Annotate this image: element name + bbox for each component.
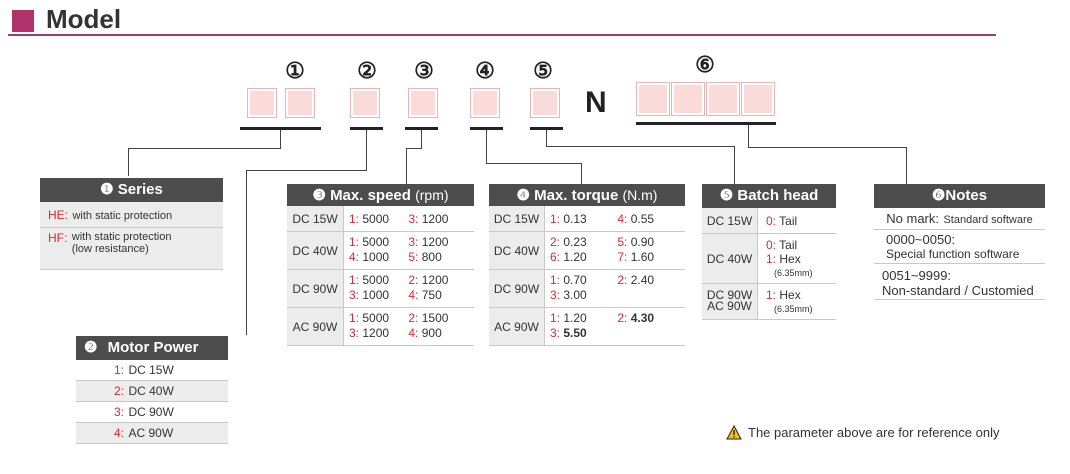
table-row: 4: AC 90W: [76, 423, 228, 444]
table-row: 0051~9999: Non-standard / Customied: [874, 264, 1045, 300]
table-row: DC 90W AC 90W 1: Hex (6.35mm): [702, 284, 836, 320]
motor-power-header: ❷ Motor Power: [76, 336, 228, 360]
table-row: HE: with static protection: [40, 202, 223, 228]
code-underline: [350, 127, 383, 130]
table-row: DC 15W 0: Tail: [702, 208, 836, 234]
code-box: [408, 88, 438, 118]
series-table: ❶ Series HE: with static protection HF: …: [40, 178, 223, 270]
motor-power-title: Motor Power: [107, 339, 199, 356]
max-speed-header: ❸ Max. speed (rpm): [287, 184, 474, 206]
series-bullet: ❶: [100, 181, 114, 198]
position-number-1: ①: [285, 58, 305, 83]
table-row: 3: DC 90W: [76, 402, 228, 423]
code-underline: [530, 127, 563, 130]
table-row: No mark: Standard software: [874, 208, 1045, 230]
code-box: [636, 82, 670, 116]
notes-table: ❻Notes No mark: Standard software 0000~0…: [874, 184, 1045, 304]
table-row: HF: with static protection (low resistan…: [40, 228, 223, 270]
code-underline: [405, 127, 438, 130]
table-row: 1: DC 15W: [76, 360, 228, 381]
table-row: 0000~0050: Special function software: [874, 230, 1045, 264]
series-title: Series: [117, 181, 163, 198]
warning-icon: [726, 425, 742, 440]
code-box: [530, 88, 560, 118]
code-box: [247, 88, 277, 118]
code-underline: [240, 127, 321, 130]
position-number-4: ④: [475, 58, 495, 83]
position-number-2: ②: [357, 58, 377, 83]
position-number-3: ③: [414, 58, 434, 83]
table-row: 2: DC 40W: [76, 381, 228, 402]
title-marker: [12, 10, 34, 32]
warning-text: The parameter above are for reference on…: [748, 425, 1000, 440]
code-box: [706, 82, 740, 116]
title-divider: [8, 34, 996, 36]
warning-note: The parameter above are for reference on…: [726, 425, 999, 440]
page-title: Model: [46, 4, 122, 34]
code-box: [470, 88, 500, 118]
fixed-letter-n: N: [585, 86, 607, 119]
series-header: ❶ Series: [40, 178, 223, 202]
code-underline: [470, 127, 503, 130]
code-box: [741, 82, 775, 116]
code-box: [285, 88, 315, 118]
batch-head-header: ❺ Batch head: [702, 184, 836, 208]
motor-power-table: ❷ Motor Power 1: DC 15W 2: DC 40W 3: DC …: [76, 336, 228, 451]
batch-head-table: ❺ Batch head DC 15W 0: Tail DC 40W 0: Ta…: [702, 184, 836, 322]
notes-header: ❻Notes: [874, 184, 1045, 208]
max-torque-header: ❹ Max. torque (N.m): [489, 184, 685, 206]
position-number-6: ⑥: [695, 52, 715, 77]
code-box: [350, 88, 380, 118]
position-number-5: ⑤: [533, 58, 553, 83]
table-row: DC 40W 0: Tail 1: Hex (6.35mm): [702, 234, 836, 284]
motor-power-bullet: ❷: [84, 339, 98, 356]
code-box: [671, 82, 705, 116]
code-underline: [636, 122, 776, 125]
